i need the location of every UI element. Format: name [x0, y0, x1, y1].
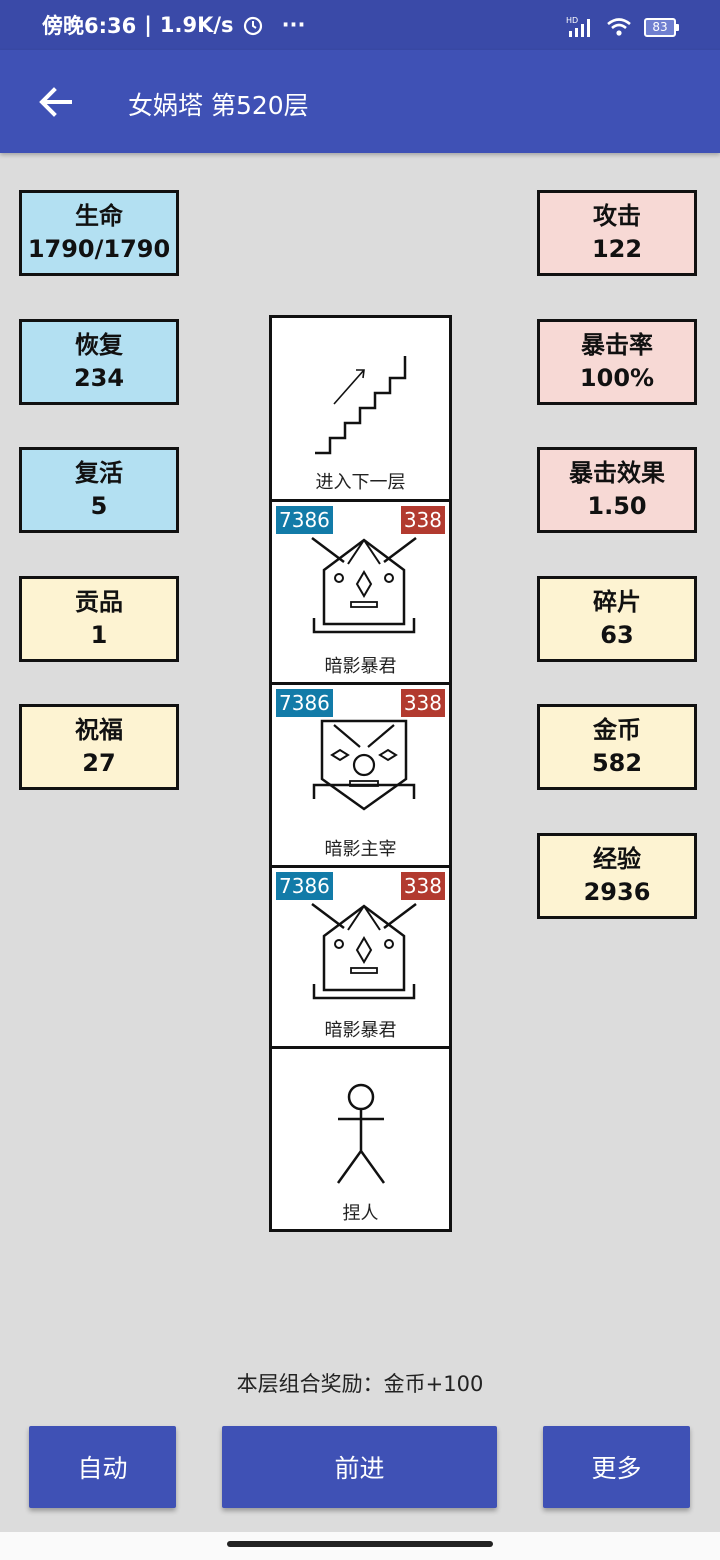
- stat-revive: 复活 5: [19, 447, 179, 533]
- stat-recovery: 恢复 234: [19, 319, 179, 405]
- status-bar: 傍晚6:36 | 1.9K/s ··· HD 83: [0, 0, 720, 50]
- enemy-name: 暗影暴君: [324, 1020, 397, 1041]
- stat-value: 5: [90, 492, 108, 520]
- stat-value: 63: [600, 621, 634, 649]
- overlord-mask-icon: [312, 719, 416, 811]
- tower-cell-stairs[interactable]: 进入下一层: [269, 315, 452, 502]
- tower-cell-enemy[interactable]: 7386 338 暗影暴君: [269, 865, 452, 1049]
- stat-label: 攻击: [593, 202, 641, 230]
- alarm-icon: [243, 16, 262, 36]
- tower-cell-enemy[interactable]: 7386 338 暗影主宰: [269, 682, 452, 868]
- stat-value: 234: [73, 364, 125, 392]
- stat-gold: 金币 582: [537, 704, 697, 790]
- enemy-name: 暗影主宰: [324, 839, 397, 860]
- stick-figure-icon: [336, 1083, 386, 1184]
- enemy-hp-badge: 7386: [276, 872, 333, 900]
- stat-fragments: 碎片 63: [537, 576, 697, 662]
- home-handle[interactable]: [227, 1541, 493, 1547]
- status-left: 傍晚6:36 | 1.9K/s ···: [42, 0, 306, 50]
- tyrant-mask-icon: [311, 537, 417, 634]
- stat-value: 100%: [579, 364, 655, 392]
- tower-cell-enemy[interactable]: 7386 338 暗影暴君: [269, 499, 452, 685]
- stat-value: 1.50: [587, 492, 647, 520]
- status-more-icon: ···: [281, 13, 306, 37]
- signal-icon: HD: [566, 16, 590, 37]
- stat-label: 碎片: [593, 588, 641, 616]
- enemy-hp-badge: 7386: [276, 506, 333, 534]
- stat-label: 暴击率: [581, 331, 653, 359]
- status-speed: 1.9K/s: [159, 13, 234, 37]
- stat-value: 1: [90, 621, 108, 649]
- wifi-icon: [607, 18, 631, 36]
- player-label: 捏人: [342, 1203, 379, 1224]
- stat-label: 生命: [75, 202, 123, 230]
- stat-attack: 攻击 122: [537, 190, 697, 276]
- stat-value: 582: [591, 749, 643, 777]
- app-bar: 女娲塔 第520层: [0, 50, 720, 153]
- stat-value: 122: [591, 235, 643, 263]
- enemy-hp-badge: 7386: [276, 689, 333, 717]
- stat-label: 经验: [593, 845, 641, 873]
- stat-value: 1790/1790: [27, 235, 171, 263]
- tower-cell-player[interactable]: 捏人: [269, 1046, 452, 1232]
- stat-crit-rate: 暴击率 100%: [537, 319, 697, 405]
- stat-value: 27: [82, 749, 116, 777]
- more-button[interactable]: 更多: [543, 1426, 690, 1508]
- stat-crit-effect: 暴击效果 1.50: [537, 447, 697, 533]
- stat-label: 祝福: [75, 716, 123, 744]
- forward-button[interactable]: 前进: [222, 1426, 497, 1508]
- tyrant-mask-icon: [311, 903, 417, 1000]
- stat-blessing: 祝福 27: [19, 704, 179, 790]
- enemy-name: 暗影暴君: [324, 656, 397, 677]
- stat-hp: 生命 1790/1790: [19, 190, 179, 276]
- stat-exp: 经验 2936: [537, 833, 697, 919]
- enemy-attack-badge: 338: [400, 872, 445, 900]
- stairs-icon: [315, 356, 407, 455]
- stat-label: 贡品: [75, 588, 123, 616]
- battery-icon: 83: [644, 17, 679, 37]
- stat-label: 金币: [593, 716, 641, 744]
- status-divider: |: [144, 13, 152, 37]
- gesture-nav-bar: [0, 1532, 720, 1560]
- stat-label: 恢复: [75, 331, 123, 359]
- enemy-attack-badge: 338: [400, 689, 445, 717]
- stat-value: 2936: [583, 878, 651, 906]
- page-title: 女娲塔 第520层: [128, 91, 309, 120]
- enemy-attack-badge: 338: [400, 506, 445, 534]
- status-time: 傍晚6:36: [42, 14, 137, 38]
- back-arrow-icon[interactable]: [38, 84, 74, 120]
- stat-label: 暴击效果: [569, 459, 665, 487]
- stat-tribute: 贡品 1: [19, 576, 179, 662]
- floor-reward-text: 本层组合奖励：金币+100: [236, 1372, 484, 1396]
- svg-text:HD: HD: [566, 16, 578, 25]
- auto-button[interactable]: 自动: [29, 1426, 176, 1508]
- stat-label: 复活: [75, 459, 123, 487]
- stairs-label: 进入下一层: [315, 472, 406, 493]
- status-right: HD 83: [566, 16, 679, 38]
